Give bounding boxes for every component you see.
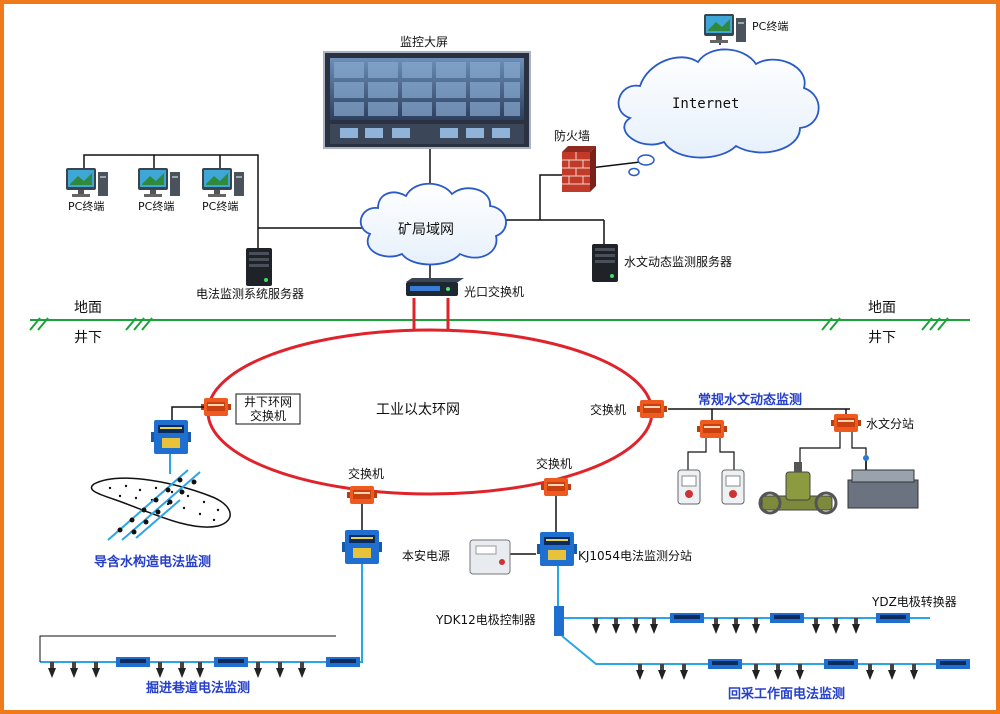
flow-meter-2 <box>721 469 745 505</box>
svg-text:PC终端: PC终端 <box>752 19 788 33</box>
svg-text:常规水文动态监测: 常规水文动态监测 <box>698 392 802 408</box>
underground-label-right: 井下 <box>868 330 896 346</box>
svg-text:KJ1054电法监测分站: KJ1054电法监测分站 <box>578 549 692 563</box>
intrinsic-power-supply <box>469 539 511 575</box>
computer-icon <box>138 168 180 197</box>
svg-text:交换机: 交换机 <box>250 408 286 423</box>
ground-label-left: 地面 <box>74 300 102 316</box>
internet-cloud: Internet <box>617 48 820 177</box>
svg-text:交换机: 交换机 <box>536 456 572 471</box>
svg-text:掘进巷道电法监测: 掘进巷道电法监测 <box>146 680 250 696</box>
ring-switch-right: 交换机 <box>590 400 667 418</box>
substation-box-icon <box>342 530 382 564</box>
working-face-branch: YDZ电极转换器 回采工作面电法监测 <box>561 594 970 702</box>
server-icon <box>592 244 618 282</box>
heading-electrodes <box>48 657 360 678</box>
computer-icon <box>202 168 244 197</box>
svg-text:电法监测系统服务器: 电法监测系统服务器 <box>196 286 304 301</box>
internet-label: Internet <box>672 96 739 112</box>
svg-text:光口交换机: 光口交换机 <box>464 284 524 299</box>
substation-box-icon <box>537 532 577 566</box>
svg-text:导含水构造电法监测: 导含水构造电法监测 <box>94 554 211 570</box>
cloud-icon <box>359 182 507 266</box>
switch-device-icon <box>347 486 377 504</box>
svg-text:YDK12电极控制器: YDK12电极控制器 <box>435 613 536 627</box>
svg-text:PC终端: PC终端 <box>138 199 174 213</box>
optical-switch: 光口交换机 <box>406 278 524 299</box>
switch-device-icon <box>201 398 231 416</box>
heading-tunnel-branch: 掘进巷道电法监测 <box>39 504 382 696</box>
substation-box-icon <box>831 414 861 432</box>
svg-text:YDZ电极转换器: YDZ电极转换器 <box>871 594 957 609</box>
pc-terminal-internet: PC终端 <box>704 14 788 43</box>
monitor-wall-label: 监控大屏 <box>400 35 448 49</box>
computer-icon <box>704 14 746 43</box>
water-tank <box>847 455 919 509</box>
svg-text:工业以太环网: 工业以太环网 <box>376 402 460 418</box>
pc-terminal-2: PC终端 <box>138 168 180 213</box>
lower-electrodes <box>636 659 970 680</box>
pc-terminal-3: PC终端 <box>202 168 244 213</box>
ground-label-right: 地面 <box>868 300 896 316</box>
svg-text:PC终端: PC终端 <box>68 199 104 213</box>
switch-device-icon <box>406 278 464 296</box>
computer-icon <box>66 168 108 197</box>
substation-box-icon <box>697 420 727 438</box>
ground-line <box>29 317 970 331</box>
ring-switch-bottom-right: 交换机 <box>536 456 572 496</box>
routine-hydro-branch: 常规水文动态监测 水文分站 <box>668 392 919 515</box>
switch-device-icon <box>637 400 667 418</box>
brick-wall-icon <box>562 146 596 192</box>
water-structure-branch: 导含水构造电法监测 <box>90 406 231 570</box>
svg-text:PC终端: PC终端 <box>202 199 238 213</box>
pipe-valve <box>758 462 838 515</box>
mine-lan-cloud: 矿局域网 <box>359 182 507 266</box>
switch-device-icon <box>541 478 571 496</box>
firewall: 防火墙 <box>554 128 596 192</box>
substation-box-icon <box>151 420 191 454</box>
flow-meter-1 <box>677 469 701 505</box>
svg-text:交换机: 交换机 <box>590 402 626 417</box>
upper-electrodes <box>592 613 910 634</box>
shuiwen-server: 水文动态监测服务器 <box>592 244 732 282</box>
svg-text:井下环网: 井下环网 <box>244 395 292 409</box>
ring-switch-bottom-left: 交换机 <box>347 466 384 504</box>
kj1054-branch: KJ1054电法监测分站 本安电源 YDK12电极控制器 <box>402 496 692 636</box>
ring-switch-left: 井下环网 交换机 <box>201 393 301 425</box>
monitor-wall <box>323 51 531 149</box>
svg-text:水文分站: 水文分站 <box>866 416 914 431</box>
svg-text:水文动态监测服务器: 水文动态监测服务器 <box>624 254 732 269</box>
underground-label-left: 井下 <box>74 330 102 346</box>
svg-text:本安电源: 本安电源 <box>402 548 450 563</box>
svg-text:回采工作面电法监测: 回采工作面电法监测 <box>728 686 845 702</box>
pc-terminal-1: PC终端 <box>66 168 108 213</box>
dianfa-server: 电法监测系统服务器 <box>196 248 304 301</box>
ydk12-controller-device <box>554 606 564 636</box>
svg-text:矿局域网: 矿局域网 <box>398 222 454 238</box>
svg-text:防火墙: 防火墙 <box>554 128 590 143</box>
cloud-icon <box>617 48 820 159</box>
svg-text:交换机: 交换机 <box>348 466 384 481</box>
server-icon <box>246 248 272 286</box>
